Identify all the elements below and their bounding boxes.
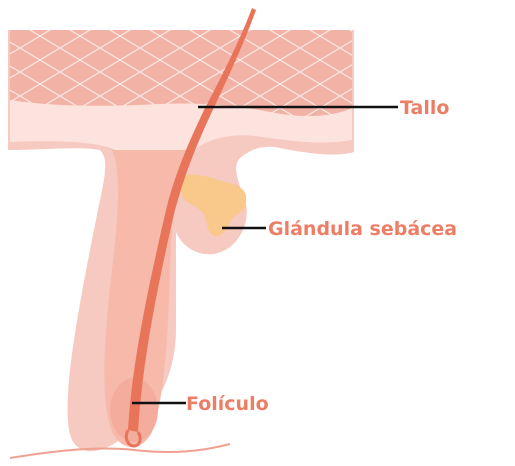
label-follicle: Folículo <box>186 393 269 415</box>
label-gland: Glándula sebácea <box>268 218 457 240</box>
label-shaft: Tallo <box>400 97 449 119</box>
base-line <box>10 444 230 458</box>
